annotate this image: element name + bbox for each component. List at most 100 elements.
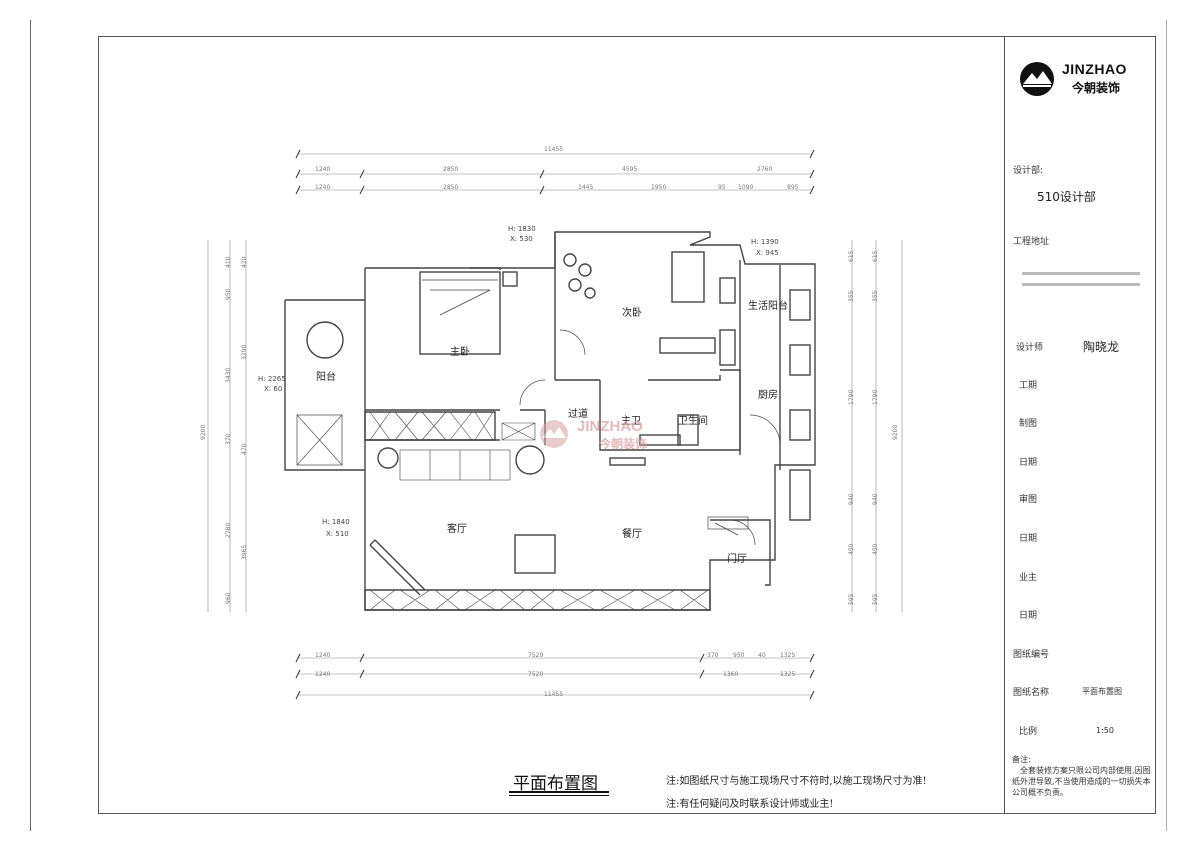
logo-mark-icon (1020, 62, 1054, 96)
design-dept-value: 510设计部 (1037, 190, 1096, 204)
note-line-2: 注:有任何疑问及时联系设计师或业主! (666, 799, 834, 810)
tag3-h: H: 2265 (258, 375, 286, 383)
tag3-x: X: 60 (264, 385, 283, 393)
dim-left-r2-0: 420 (241, 256, 248, 268)
kitchen-cab (789, 469, 811, 521)
scale-value: 1:50 (1096, 726, 1114, 735)
room-living: 客厅 (447, 524, 467, 535)
dim-right-r2-0: 615 (872, 250, 879, 262)
dim-right-r1-5: 595 (848, 593, 855, 605)
drawn-label: 制图 (1019, 419, 1038, 429)
dim-top-total: 11455 (544, 146, 564, 153)
dim-top-r1-3: 2760 (757, 166, 773, 173)
dim-left-r2-2: 470 (241, 443, 248, 455)
wall-living-top (365, 409, 546, 445)
desk (671, 251, 705, 303)
dim-top-r2-0: 1240 (315, 184, 331, 191)
washer (719, 277, 736, 304)
wall-foyer (710, 519, 771, 586)
dim-left-r2-1: 3290 (241, 344, 248, 360)
notes-text: 全套装修方案只限公司内部使用,因图纸外泄导致,不当使用造成的一切损失本公司概不负… (1012, 766, 1151, 797)
dim-top-r2-2: 1445 (578, 184, 594, 191)
tag2-x: X: 945 (756, 249, 779, 257)
tag2-h: H: 1390 (751, 238, 779, 246)
dim-right-r1-4: 450 (848, 543, 855, 555)
room-kitchen: 厨房 (758, 390, 778, 401)
dining-table (514, 534, 556, 574)
dim-bot-r2-1: 7520 (528, 671, 544, 678)
room-foyer: 门厅 (727, 554, 747, 565)
dim-right-r2-1: 355 (872, 290, 879, 302)
dim-bot-r2-0: 1240 (315, 671, 331, 678)
dim-bot-r1-0: 1240 (315, 652, 331, 659)
nightstand (502, 271, 518, 287)
cabinet-row-upper (364, 411, 496, 441)
dim-left-r1-0: 410 (225, 256, 232, 268)
bed-pillows (422, 279, 498, 316)
round-table (377, 447, 399, 469)
date3-label: 日期 (1019, 611, 1038, 621)
cabinet-small (501, 422, 536, 441)
dim-top-r1-2: 4595 (622, 166, 638, 173)
window-bath (609, 457, 646, 466)
room-corridor: 过道 (568, 409, 588, 420)
schedule-label: 工期 (1019, 381, 1038, 391)
room-utility-balcony: 生活阳台 (748, 301, 788, 312)
tag1-h: H: 1830 (508, 225, 536, 233)
dim-right-r1-3: 940 (848, 493, 855, 505)
project-address-smudge (1022, 272, 1140, 275)
plant-2 (578, 263, 592, 277)
right-margin-line (1166, 20, 1167, 831)
bed (419, 271, 501, 355)
dim-top-r2-3: 1950 (651, 184, 667, 191)
dim-left-r1-2: 3430 (225, 367, 232, 383)
door-arc-1 (519, 379, 546, 406)
dim-top-r1-0: 1240 (315, 166, 331, 173)
watermark-logo-icon (540, 420, 568, 448)
balcony-chair (306, 321, 344, 359)
note-line-1: 注:如图纸尺寸与施工现场尺寸不符时,以施工现场尺寸为准! (666, 776, 927, 787)
title-underline-thin (509, 795, 609, 796)
dim-left-r2-3: 3965 (241, 544, 248, 560)
dim-left-r1-1: 950 (225, 288, 232, 300)
watermark-text-en: JINZHAO (577, 418, 643, 435)
dim-top-r2-1: 2850 (443, 184, 459, 191)
notes-title: 备注: (1012, 755, 1031, 764)
notes-block: 备注: 全套装修方案只限公司内部使用,因图纸外泄导致,不当使用造成的一切损失本公… (1012, 754, 1152, 798)
door-arc-2 (559, 329, 586, 356)
title-underline (509, 791, 609, 793)
review-label: 审图 (1019, 495, 1038, 505)
dim-bot-r1-1: 7520 (528, 652, 544, 659)
dim-bot-r1-5: 1325 (780, 652, 796, 659)
room-main-wc: 主卫 (621, 416, 641, 427)
dim-left-r1-4: 2780 (225, 522, 232, 538)
dim-left-r1-3: 370 (225, 433, 232, 445)
design-dept-label: 设计部: (1013, 166, 1044, 176)
dim-top-r2-6: 895 (787, 184, 799, 191)
shelf (659, 337, 716, 354)
dim-right-r1-1: 355 (848, 290, 855, 302)
dryer (719, 329, 736, 366)
sink-counter (639, 434, 681, 446)
watermark-text-cn: 今朝装饰 (599, 437, 648, 451)
room-bathroom: 卫生间 (678, 416, 708, 427)
tub (677, 414, 699, 446)
balcony-grid-x (296, 414, 343, 466)
floor-plan (207, 149, 903, 700)
logo-text-cn: 今朝装饰 (1072, 81, 1121, 95)
project-address-label: 工程地址 (1013, 237, 1050, 247)
dim-top-r1-1: 2850 (443, 166, 459, 173)
plant-4 (584, 287, 596, 299)
scale-label: 比例 (1019, 727, 1038, 737)
room-balcony: 阳台 (316, 372, 336, 383)
dim-right-total: 9200 (892, 424, 899, 440)
room-master-bedroom: 主卧 (450, 347, 470, 358)
drawing-no-label: 图纸编号 (1013, 650, 1050, 660)
project-address-smudge-2 (1022, 283, 1140, 286)
drawing-name-value: 平面布置图 (1082, 687, 1122, 696)
dim-right-r1-2: 1790 (848, 389, 855, 405)
dim-bot-total: 11455 (544, 691, 564, 698)
title-block (1004, 36, 1156, 814)
dining-round (515, 445, 545, 475)
wall-balcony (284, 299, 365, 471)
